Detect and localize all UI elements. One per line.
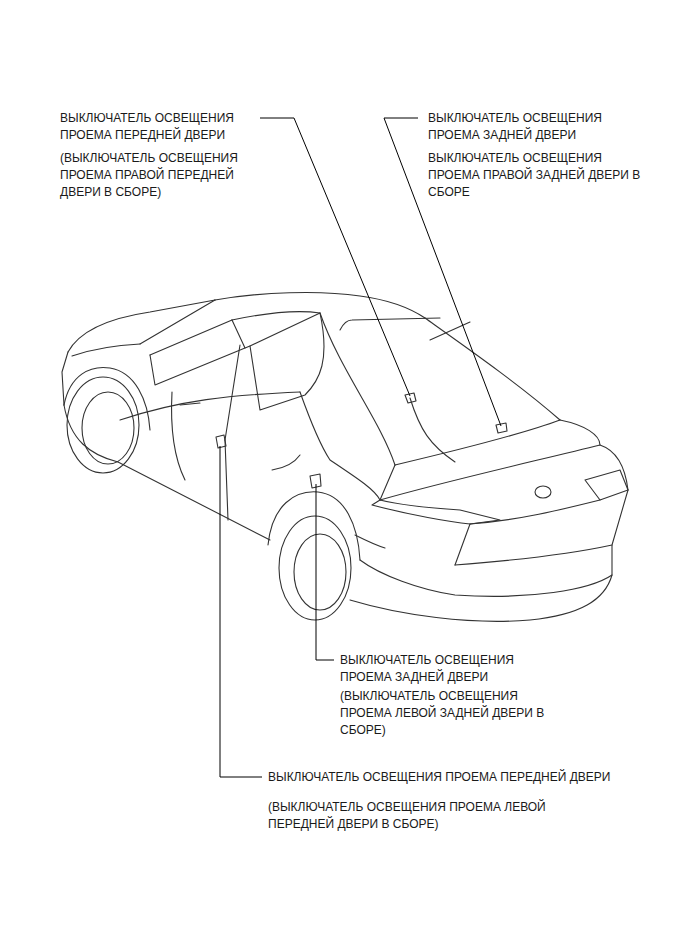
part-label: ВЫКЛЮЧАТЕЛЬ ОСВЕЩЕНИЯ ПРОЕМА ЗАДНЕЙ ДВЕР… (340, 652, 555, 686)
part-label: (ВЫКЛЮЧАТЕЛЬ ОСВЕЩЕНИЯ ПРОЕМА ЛЕВОЙ ПЕРЕ… (268, 799, 578, 833)
part-label: ВЫКЛЮЧАТЕЛЬ ОСВЕЩЕНИЯ ПРОЕМА ПЕРЕДНЕЙ ДВ… (268, 769, 683, 786)
part-label: ВЫКЛЮЧАТЕЛЬ ОСВЕЩЕНИЯ ПРОЕМА ПРАВОЙ ЗАДН… (428, 150, 648, 201)
part-label: (ВЫКЛЮЧАТЕЛЬ ОСВЕЩЕНИЯ ПРОЕМА ПРАВОЙ ПЕР… (60, 150, 260, 201)
part-label: ВЫКЛЮЧАТЕЛЬ ОСВЕЩЕНИЯ ПРОЕМА ЗАДНЕЙ ДВЕР… (428, 110, 648, 144)
part-label: ВЫКЛЮЧАТЕЛЬ ОСВЕЩЕНИЯ ПРОЕМА ПЕРЕДНЕЙ ДВ… (60, 110, 260, 144)
part-label: (ВЫКЛЮЧАТЕЛЬ ОСВЕЩЕНИЯ ПРОЕМА ЛЕВОЙ ЗАДН… (340, 688, 555, 739)
